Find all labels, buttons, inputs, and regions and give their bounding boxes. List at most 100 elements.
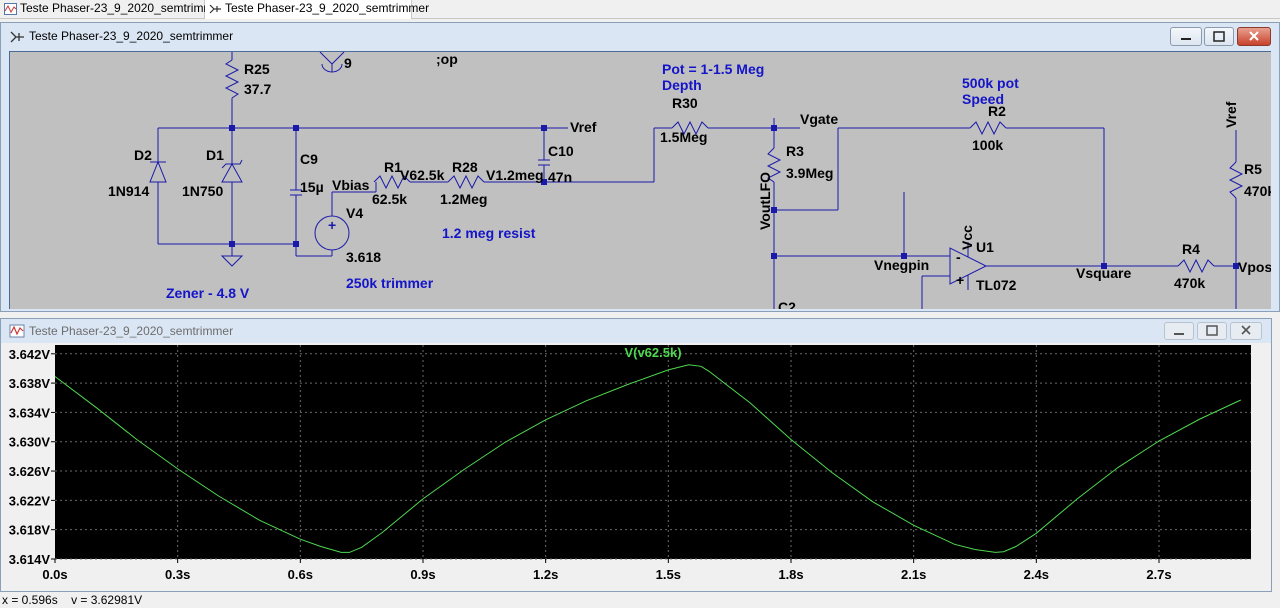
r4-value: 470k [1174,275,1205,291]
x-tick-label: 0.9s [410,567,435,582]
net-label-v625k: V62.5k [400,167,445,183]
resistor-r3[interactable] [766,147,782,183]
r5-name: R5 [1244,161,1262,177]
diode-d2[interactable] [149,160,167,183]
r2-name: R2 [988,103,1006,119]
close-button[interactable] [1237,27,1271,46]
c9-name: C9 [300,151,318,167]
x-tick-label: 0.3s [165,567,190,582]
ground-symbol [319,52,345,65]
resistor-r28[interactable] [447,174,485,190]
d1-value: 1N750 [182,183,223,199]
net-label-vgate: Vgate [800,111,838,127]
opamp-minus: - [956,249,961,265]
trace-label[interactable]: V(v62.5k) [624,345,681,360]
tab-label: Teste Phaser-23_9_2020_semtrimmer [225,1,430,15]
r25-value: 37.7 [244,81,271,97]
c-cut-name: C2 [778,299,796,309]
document-tab-bar: Teste Phaser-23_9_2020_semtrimmer Teste … [0,0,1280,19]
r5-value: 470k [1244,183,1271,199]
window-title: Teste Phaser-23_9_2020_semtrimmer [29,324,234,338]
d2-value: 1N914 [108,183,149,199]
comment-pot-speed-2: Speed [962,91,1004,107]
schematic-drawing[interactable]: + - + 9 ;op R25 37.7 D2 1N914 D1 1N750 C… [10,52,1271,309]
close-button[interactable] [1230,322,1262,340]
maximize-icon [1206,325,1218,336]
c10-value: 47n [548,169,572,185]
tab-schematic[interactable]: Teste Phaser-23_9_2020_semtrimmer [205,0,429,19]
resistor-r30[interactable] [671,120,709,136]
comment-meg-resist: 1.2 meg resist [442,225,536,241]
y-tick-label: 3.634V [9,405,51,420]
net-label-vcc: Vcc [959,225,975,250]
y-tick-label: 3.638V [9,376,51,391]
schematic-canvas[interactable]: + - + 9 ;op R25 37.7 D2 1N914 D1 1N750 C… [9,51,1271,309]
schematic-icon [209,4,221,14]
diode-d1[interactable] [221,159,243,183]
plot-titlebar[interactable]: Teste Phaser-23_9_2020_semtrimmer [1,319,1271,343]
schematic-window: Teste Phaser-23_9_2020_semtrimmer [0,22,1280,312]
plot-window: Teste Phaser-23_9_2020_semtrimmer 3.614V… [0,318,1272,592]
y-tick-label: 3.626V [9,464,51,479]
plot-area[interactable] [55,345,1251,559]
resistor-r4[interactable] [1177,258,1215,274]
waveform-plot[interactable]: 3.614V3.618V3.622V3.626V3.630V3.634V3.63… [1,343,1271,591]
y-tick-label: 3.614V [9,552,51,567]
r3-name: R3 [786,143,804,159]
schematic-icon [10,31,24,43]
window-title: Teste Phaser-23_9_2020_semtrimmer [29,29,234,43]
x-tick-label: 0.0s [42,567,67,582]
minimize-button[interactable] [1164,322,1194,340]
net-label-vnegpin: Vnegpin [874,257,929,273]
plus-sign: + [328,217,336,233]
tab-waveform[interactable]: Teste Phaser-23_9_2020_semtrimmer [0,0,224,19]
d1-name: D1 [206,147,224,163]
minimize-icon [1181,38,1191,40]
waveform-icon [9,324,25,338]
r1-name: R1 [384,159,402,175]
x-tick-label: 1.5s [656,567,681,582]
net-label-vbias: Vbias [332,177,370,193]
part-value: 9 [344,55,352,71]
close-icon [1249,31,1259,41]
net-label-vref: Vref [570,119,597,135]
net-label-voutlfo: VoutLFO [757,172,773,230]
resistor-r5[interactable] [1228,161,1244,199]
close-icon [1241,325,1251,335]
resistor-r2[interactable] [969,120,1007,136]
comment-trimmer: 250k trimmer [346,275,434,291]
r3-value: 3.9Meg [786,165,833,181]
x-tick-label: 0.6s [288,567,313,582]
maximize-button[interactable] [1197,322,1227,340]
r30-value: 1.5Meg [660,129,707,145]
y-tick-label: 3.622V [9,493,51,508]
x-tick-label: 1.2s [533,567,558,582]
x-tick-label: 2.4s [1024,567,1049,582]
v4-value: 3.618 [346,249,381,265]
minimize-button[interactable] [1170,27,1202,46]
u1-value: TL072 [976,277,1017,293]
schematic-titlebar[interactable]: Teste Phaser-23_9_2020_semtrimmer [1,23,1279,51]
tab-label: Teste Phaser-23_9_2020_semtrimmer [20,1,225,15]
resistor-r25[interactable] [224,59,240,99]
ground-arc [321,63,343,73]
waveform-icon [4,3,17,15]
spice-directive[interactable]: ;op [436,52,458,67]
net-label-v12meg: V1.2meg [486,167,544,183]
resistor-r1[interactable] [373,174,411,190]
v4-name: V4 [346,205,363,221]
minimize-icon [1174,333,1184,335]
r28-name: R28 [452,159,478,175]
r2-value: 100k [972,137,1003,153]
maximize-button[interactable] [1204,27,1234,46]
r25-name: R25 [244,61,270,77]
r30-name: R30 [672,95,698,111]
status-bar: x = 0.596s v = 3.62981V [0,593,1280,608]
net-label-vref-right: Vref [1223,101,1239,128]
r1-value: 62.5k [372,191,407,207]
cursor-y-readout: v = 3.62981V [71,593,143,607]
series-line[interactable] [54,364,1242,553]
x-tick-label: 2.7s [1146,567,1171,582]
y-tick-label: 3.642V [9,347,51,362]
